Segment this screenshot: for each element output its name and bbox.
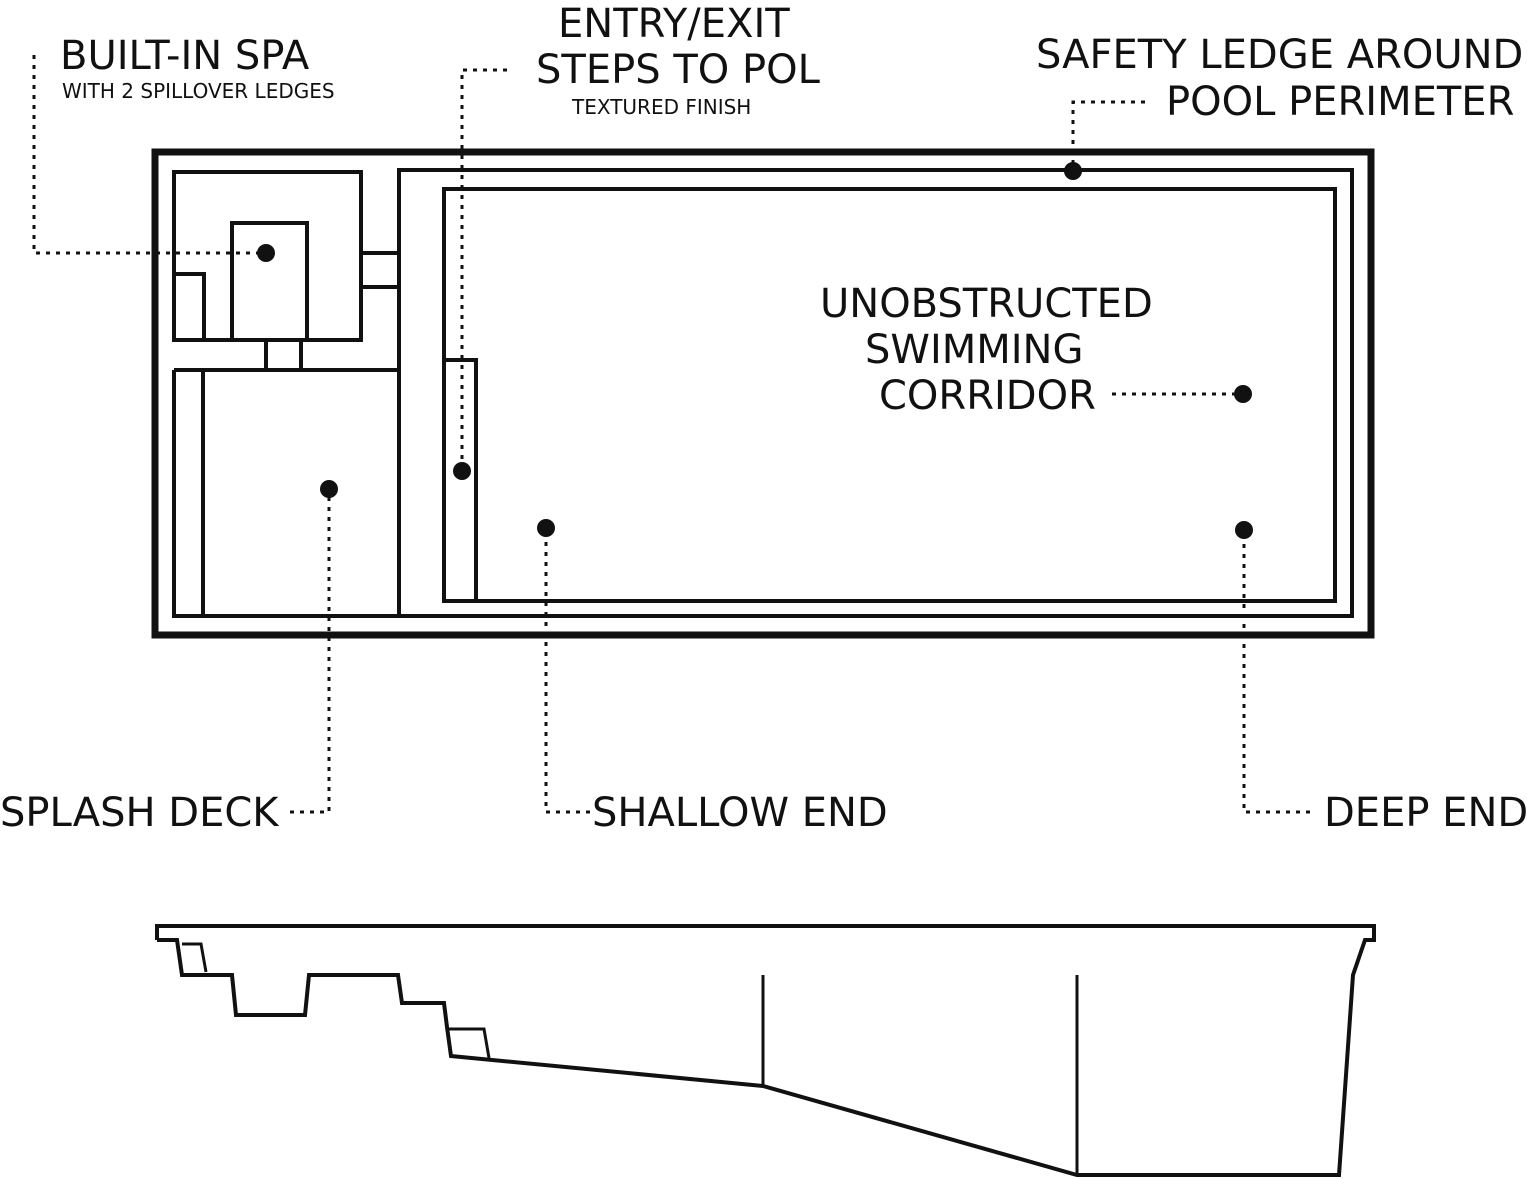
built-in-spa-subtitle: WITH 2 SPILLOVER LEDGES bbox=[62, 79, 335, 103]
entry-exit-line2: STEPS TO POL bbox=[536, 47, 820, 93]
splash-deck-label: SPLASH DECK bbox=[0, 790, 279, 836]
entry-exit-subtitle: TEXTURED FINISH bbox=[572, 95, 752, 119]
spa-spillover-right bbox=[359, 251, 401, 289]
spa-leader bbox=[32, 55, 266, 255]
spa-marker bbox=[257, 244, 275, 262]
spa-left-bench bbox=[176, 272, 206, 340]
corridor-marker bbox=[1234, 385, 1252, 403]
corridor-line1: UNOBSTRUCTED bbox=[820, 281, 1153, 327]
splash-deck-leader bbox=[290, 489, 331, 814]
deep-end-marker bbox=[1235, 521, 1253, 539]
pool-outer-wall bbox=[151, 148, 1375, 639]
spa-inner-seat bbox=[230, 221, 309, 342]
deep-end-label: DEEP END bbox=[1324, 790, 1527, 836]
ledge-marker bbox=[1064, 162, 1082, 180]
deep-end-leader bbox=[1242, 530, 1310, 814]
splash-deck-marker bbox=[320, 480, 338, 498]
safety-ledge-line2: POOL PERIMETER bbox=[1166, 79, 1515, 125]
corridor-line3: CORRIDOR bbox=[879, 373, 1096, 419]
section-profile bbox=[155, 924, 1376, 1177]
spa-spillover-bottom bbox=[264, 338, 303, 372]
shallow-end-marker bbox=[537, 519, 555, 537]
built-in-spa-title: BUILT-IN SPA bbox=[60, 33, 310, 79]
splash-deck-outline bbox=[172, 368, 401, 618]
entry-steps-outline bbox=[442, 358, 478, 603]
safety-ledge-outline bbox=[397, 168, 1354, 618]
section-spa-step bbox=[182, 942, 208, 973]
safety-ledge-line1: SAFETY LEDGE AROUND bbox=[1036, 32, 1524, 78]
ledge-leader bbox=[1071, 100, 1145, 170]
shallow-end-leader bbox=[544, 528, 590, 814]
shallow-end-label: SHALLOW END bbox=[592, 790, 888, 836]
entry-exit-line1: ENTRY/EXIT bbox=[558, 1, 790, 47]
steps-marker bbox=[453, 462, 471, 480]
corridor-line2: SWIMMING bbox=[865, 327, 1084, 373]
steps-leader bbox=[460, 68, 507, 470]
section-step-detail bbox=[449, 1027, 491, 1059]
